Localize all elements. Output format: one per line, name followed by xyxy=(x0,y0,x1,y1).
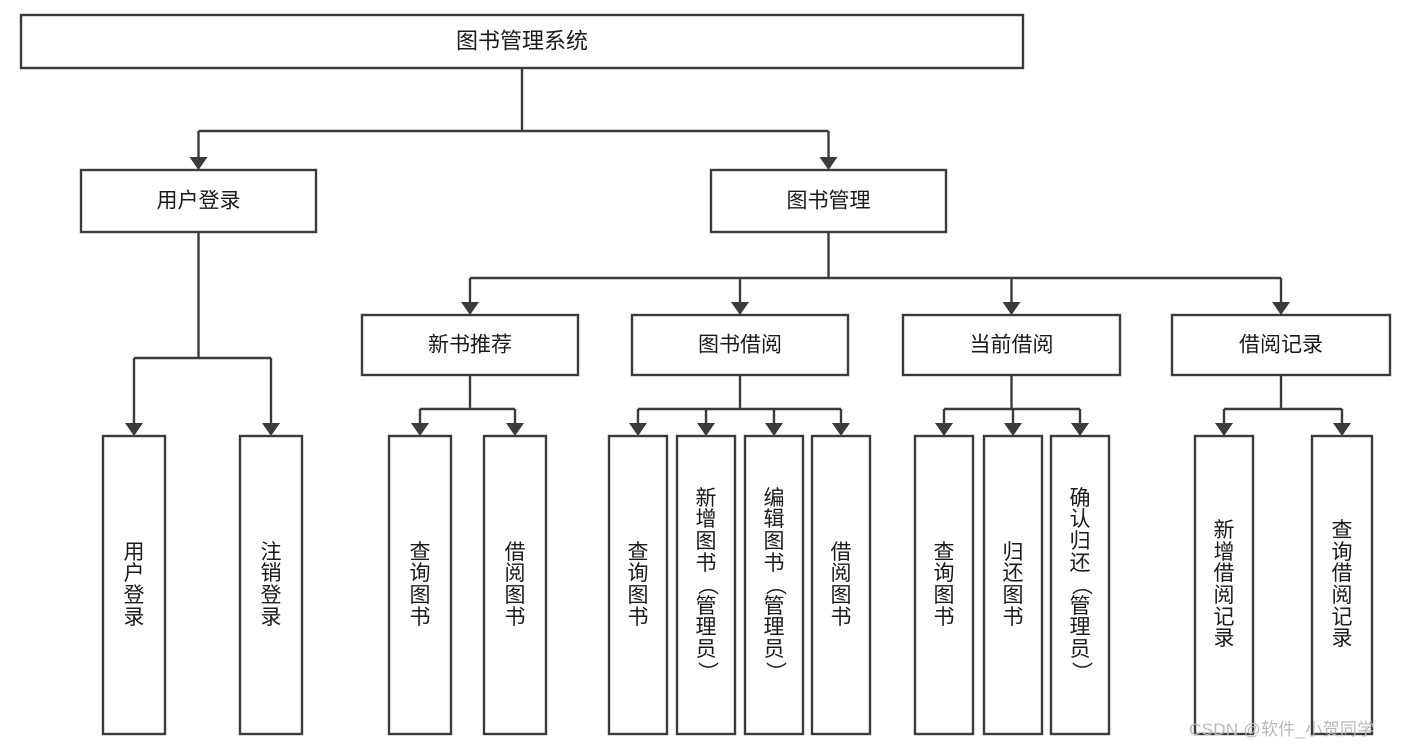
arrow-head-borrow-record-br-query-record xyxy=(1333,423,1351,436)
arrow-head-current-borrow-cb-confirm-return xyxy=(1071,423,1089,436)
node-user-login[interactable]: 用户登录 xyxy=(79,168,318,234)
arrow-head-book-management-current-borrow xyxy=(1002,302,1021,315)
node-cb-confirm-return[interactable] xyxy=(1049,434,1111,736)
arrow-head-book-borrow-bb-edit-book xyxy=(765,423,783,436)
node-box-book-management xyxy=(709,168,948,234)
node-borrow-record[interactable]: 借阅记录 xyxy=(1170,313,1392,377)
node-box-book-borrow xyxy=(630,313,850,377)
arrow-head-new-book-recommend-nbr-borrow-book xyxy=(506,423,524,436)
node-label-current-borrow: 当前借阅 xyxy=(970,334,1054,357)
arrow-head-book-management-borrow-record xyxy=(1272,302,1290,315)
node-br-add-record[interactable] xyxy=(1193,434,1255,736)
node-box-bb-borrow-book xyxy=(810,434,872,736)
arrow-head-book-management-new-book-recommend xyxy=(461,302,479,315)
node-bb-borrow-book[interactable] xyxy=(810,434,872,736)
node-leaf-user-logout[interactable] xyxy=(238,434,304,736)
node-box-root xyxy=(19,13,1025,70)
edge-layer xyxy=(125,68,1351,436)
arrow-head-current-borrow-cb-query-book xyxy=(935,423,953,436)
node-bb-query-book[interactable] xyxy=(607,434,669,736)
node-bb-add-book[interactable] xyxy=(675,434,737,736)
arrow-head-book-borrow-bb-add-book xyxy=(697,423,715,436)
node-label-new-book-recommend: 新书推荐 xyxy=(428,334,512,357)
node-br-query-record[interactable] xyxy=(1310,434,1374,736)
node-new-book-recommend[interactable]: 新书推荐 xyxy=(360,313,580,377)
arrow-head-root-book-management xyxy=(819,157,838,170)
node-label-book-management: 图书管理 xyxy=(787,190,871,213)
arrow-head-book-borrow-bb-borrow-book xyxy=(832,423,850,436)
node-box-cb-query-book xyxy=(913,434,975,736)
node-label-book-borrow: 图书借阅 xyxy=(698,334,782,357)
node-cb-query-book[interactable] xyxy=(913,434,975,736)
node-nbr-borrow-book[interactable] xyxy=(482,434,548,736)
node-box-nbr-borrow-book xyxy=(482,434,548,736)
node-root[interactable]: 图书管理系统 xyxy=(19,13,1025,70)
arrow-head-new-book-recommend-nbr-query-book xyxy=(411,423,429,436)
arrow-head-user-login-leaf-user-login xyxy=(125,423,143,436)
node-book-borrow[interactable]: 图书借阅 xyxy=(630,313,850,377)
arrow-head-book-management-book-borrow xyxy=(731,302,749,315)
node-box-cb-confirm-return xyxy=(1049,434,1111,736)
arrow-head-user-login-leaf-user-logout xyxy=(262,423,280,436)
node-current-borrow[interactable]: 当前借阅 xyxy=(901,313,1122,377)
node-box-borrow-record xyxy=(1170,313,1392,377)
arrow-head-borrow-record-br-add-record xyxy=(1215,423,1233,436)
node-leaf-user-login[interactable] xyxy=(101,434,167,736)
node-box-new-book-recommend xyxy=(360,313,580,377)
node-label-user-login: 用户登录 xyxy=(157,190,241,213)
node-box-user-login xyxy=(79,168,318,234)
node-box-bb-add-book xyxy=(675,434,737,736)
node-box-current-borrow xyxy=(901,313,1122,377)
node-label-borrow-record: 借阅记录 xyxy=(1239,334,1323,357)
node-box-br-query-record xyxy=(1310,434,1374,736)
arrow-head-root-user-login xyxy=(189,157,208,170)
node-book-management[interactable]: 图书管理 xyxy=(709,168,948,234)
node-box-cb-return-book xyxy=(982,434,1044,736)
node-box-leaf-user-logout xyxy=(238,434,304,736)
node-nbr-query-book[interactable] xyxy=(387,434,453,736)
node-bb-edit-book[interactable] xyxy=(743,434,805,736)
arrow-head-current-borrow-cb-return-book xyxy=(1004,423,1022,436)
node-box-nbr-query-book xyxy=(387,434,453,736)
node-cb-return-book[interactable] xyxy=(982,434,1044,736)
arrow-head-book-borrow-bb-query-book xyxy=(629,423,647,436)
node-box-br-add-record xyxy=(1193,434,1255,736)
node-box-leaf-user-login xyxy=(101,434,167,736)
node-label-root: 图书管理系统 xyxy=(456,28,588,53)
node-box-bb-query-book xyxy=(607,434,669,736)
node-box-bb-edit-book xyxy=(743,434,805,736)
